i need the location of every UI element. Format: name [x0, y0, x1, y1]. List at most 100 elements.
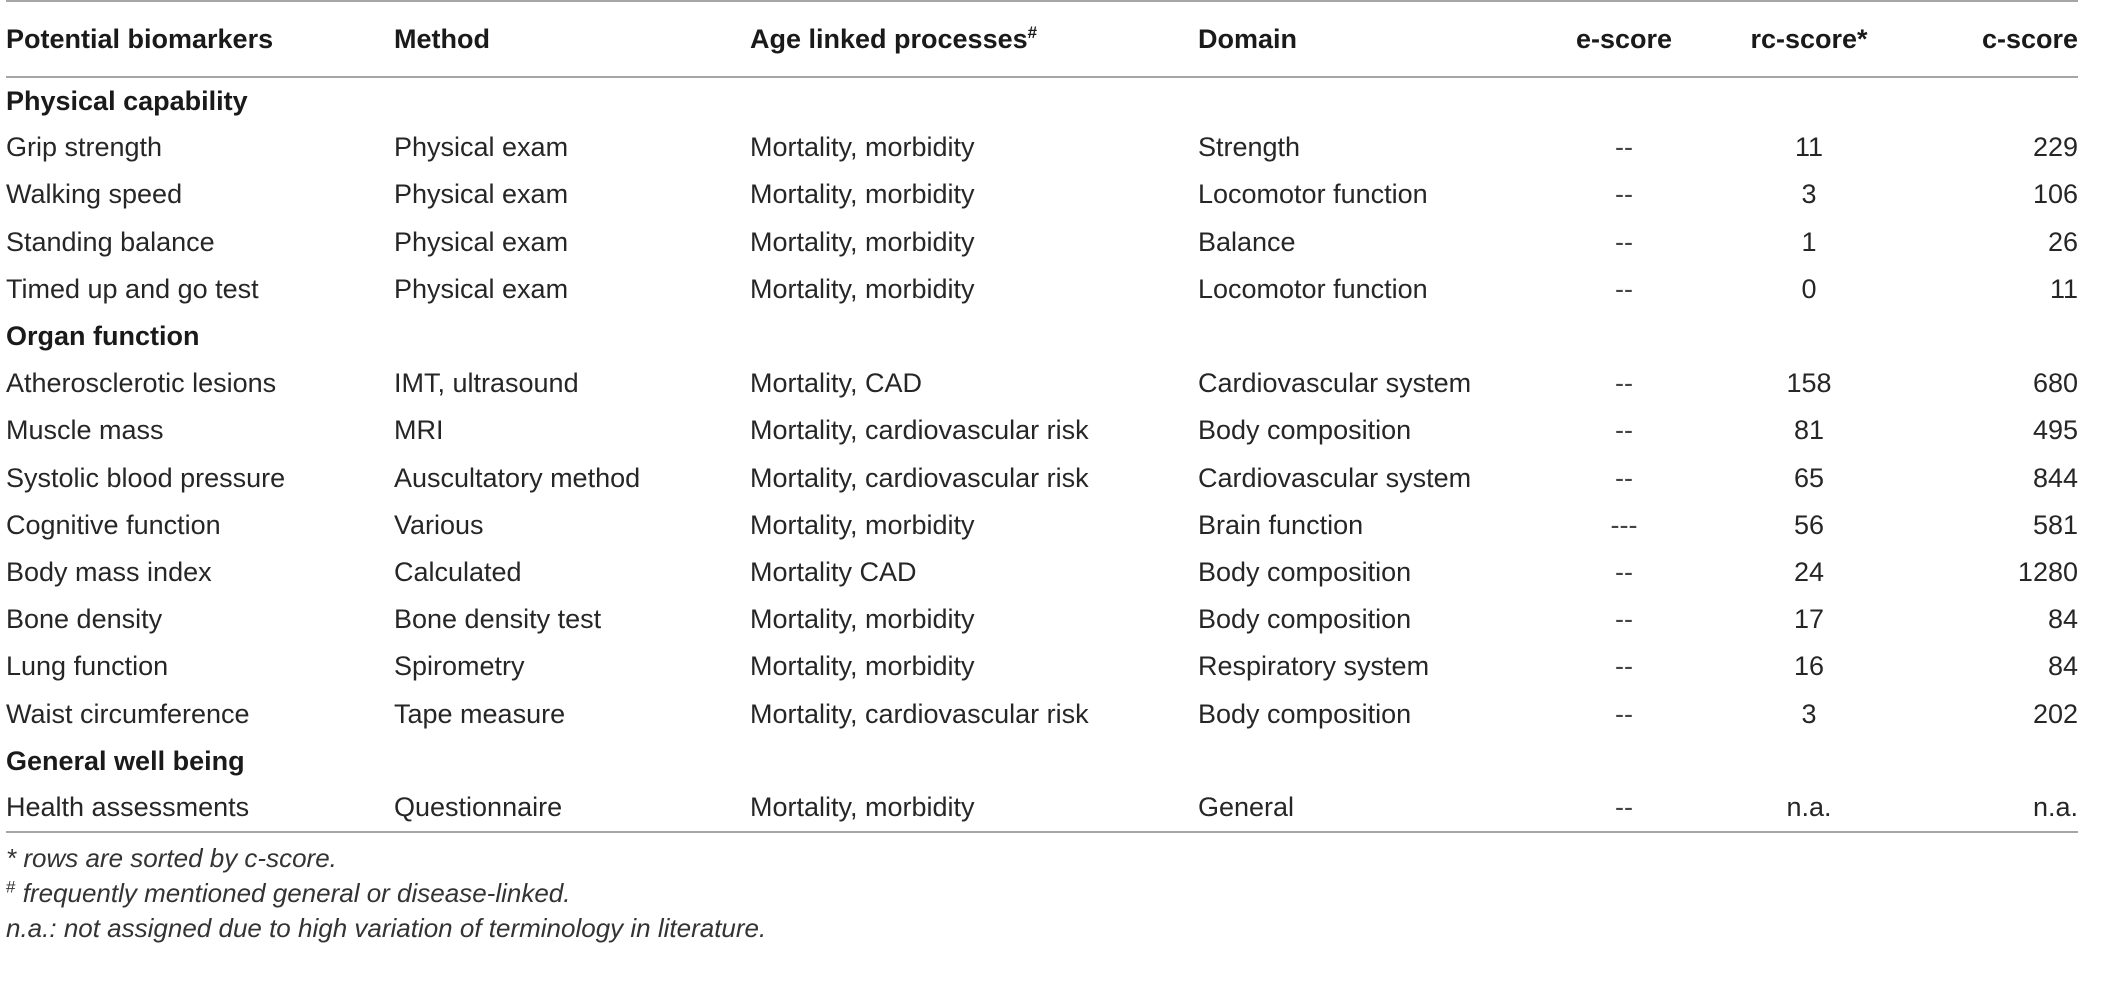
section-title: Organ function — [6, 321, 200, 352]
section-row: Organ function — [6, 313, 2078, 360]
header-row: Potential biomarkers Method Age linked p… — [6, 0, 2078, 78]
biomarker-table: Potential biomarkers Method Age linked p… — [6, 0, 2078, 834]
cell-e-score: --- — [1610, 509, 1638, 540]
cell-method: MRI — [394, 415, 444, 446]
cell-method: Tape measure — [394, 698, 566, 729]
cell-age-linked-processes: Mortality, morbidity — [750, 273, 975, 304]
cell-c-score: 11 — [2049, 273, 2078, 304]
cell-method: IMT, ultrasound — [394, 368, 579, 399]
cell-method: Physical exam — [394, 132, 569, 163]
cell-e-score: -- — [1615, 698, 1633, 729]
section-title: Physical capability — [6, 85, 248, 116]
cell-domain: Locomotor function — [1198, 273, 1428, 304]
footnotes: * rows are sorted by c-score. # frequent… — [6, 841, 2106, 946]
cell-rc-score: 11 — [1794, 132, 1824, 163]
cell-domain: Respiratory system — [1198, 651, 1430, 682]
cell-biomarker: Standing balance — [6, 226, 215, 257]
cell-domain: Brain function — [1198, 509, 1364, 540]
cell-age-linked-processes: Mortality, morbidity — [750, 604, 975, 635]
cell-biomarker: Lung function — [6, 651, 169, 682]
cell-biomarker: Atherosclerotic lesions — [6, 368, 277, 399]
cell-c-score: n.a. — [1904, 784, 2078, 834]
col-header-e-score: e-score — [1534, 0, 1714, 78]
cell-c-score: 581 — [2032, 509, 2078, 540]
cell-method: Physical exam — [394, 179, 569, 210]
cell-age-linked-processes: Mortality, morbidity — [750, 179, 975, 210]
table-row: Body mass index Calculated Mortality CAD Bo… — [6, 549, 2078, 596]
cell-method: Auscultatory method — [394, 462, 641, 493]
cell-domain: Body composition — [1198, 556, 1412, 587]
cell-biomarker: Timed up and go test — [6, 273, 259, 304]
cell-method: Spirometry — [394, 651, 525, 682]
cell-c-score: 495 — [2032, 415, 2078, 446]
col-header-biomarker: Potential biomarkers — [6, 0, 394, 78]
table-row: Grip strength Physical exam Mortality, mor… — [6, 124, 2078, 171]
cell-method: Physical exam — [394, 273, 569, 304]
col-header-age-linked: Age linked processes# — [750, 0, 1198, 78]
cell-age-linked-processes: Mortality, morbidity — [750, 651, 975, 682]
cell-age-linked-processes: Mortality, morbidity — [750, 132, 975, 163]
cell-e-score: -- — [1615, 132, 1633, 163]
cell-rc-score: 158 — [1786, 368, 1832, 399]
footnote-hash-text: frequently mentioned general or disease-… — [15, 878, 571, 908]
cell-rc-score: 24 — [1793, 556, 1825, 587]
cell-e-score: -- — [1615, 415, 1633, 446]
cell-biomarker: Muscle mass — [6, 415, 164, 446]
cell-age-linked-processes: Mortality, cardiovascular risk — [750, 698, 1089, 729]
cell-e-score: -- — [1615, 273, 1633, 304]
cell-rc-score: 3 — [1801, 179, 1817, 210]
cell-biomarker: Waist circumference — [6, 698, 250, 729]
col-header-domain: Domain — [1198, 0, 1534, 78]
cell-method: Bone density test — [394, 604, 602, 635]
cell-c-score: 1280 — [2017, 556, 2078, 587]
footnote-hash: # frequently mentioned general or diseas… — [6, 876, 2106, 911]
cell-c-score: 229 — [2032, 132, 2078, 163]
footnote-na: n.a.: not assigned due to high variation… — [6, 913, 767, 943]
table-row: Systolic blood pressure Auscultatory meth… — [6, 455, 2078, 502]
col-header-rc-score: rc-score* — [1714, 0, 1904, 78]
footnote-marker-hash: # — [1027, 22, 1038, 42]
cell-method: Various — [394, 509, 484, 540]
cell-e-score: -- — [1615, 368, 1633, 399]
cell-biomarker: Body mass index — [6, 556, 212, 587]
cell-e-score: -- — [1615, 556, 1633, 587]
cell-c-score: 680 — [2032, 368, 2078, 399]
cell-domain: Body composition — [1198, 698, 1412, 729]
cell-domain: Body composition — [1198, 415, 1412, 446]
cell-domain: Body composition — [1198, 604, 1412, 635]
cell-c-score: 84 — [2047, 604, 2078, 635]
cell-rc-score: 56 — [1793, 509, 1825, 540]
table-row: Waist circumference Tape measure Mortality… — [6, 690, 2078, 737]
table-row: Lung function Spirometry Mortality, morbid… — [6, 643, 2078, 690]
cell-rc-score: 1 — [1801, 226, 1817, 257]
section-title: General well being — [6, 745, 245, 776]
cell-c-score: 106 — [2032, 179, 2078, 210]
cell-domain: Strength — [1198, 132, 1301, 163]
cell-e-score: -- — [1534, 784, 1714, 834]
section-row: General well being — [6, 738, 2078, 785]
cell-age-linked-processes: Mortality CAD — [750, 556, 917, 587]
cell-age-linked-processes: Mortality, CAD — [750, 368, 923, 399]
cell-biomarker: Health assessments — [6, 784, 394, 834]
cell-domain: Locomotor function — [1198, 179, 1428, 210]
col-header-method: Method — [394, 0, 750, 78]
cell-method: Calculated — [394, 556, 522, 587]
cell-biomarker: Systolic blood pressure — [6, 462, 286, 493]
cell-e-score: -- — [1615, 226, 1633, 257]
cell-e-score: -- — [1615, 604, 1633, 635]
cell-domain: Cardiovascular system — [1198, 462, 1472, 493]
cell-age-linked-processes: Mortality, morbidity — [750, 784, 1198, 834]
cell-biomarker: Cognitive function — [6, 509, 221, 540]
cell-domain: Balance — [1198, 226, 1296, 257]
cell-domain: Cardiovascular system — [1198, 368, 1472, 399]
cell-age-linked-processes: Mortality, cardiovascular risk — [750, 462, 1089, 493]
cell-biomarker: Grip strength — [6, 132, 163, 163]
cell-rc-score: 0 — [1801, 273, 1817, 304]
cell-rc-score: 65 — [1793, 462, 1825, 493]
